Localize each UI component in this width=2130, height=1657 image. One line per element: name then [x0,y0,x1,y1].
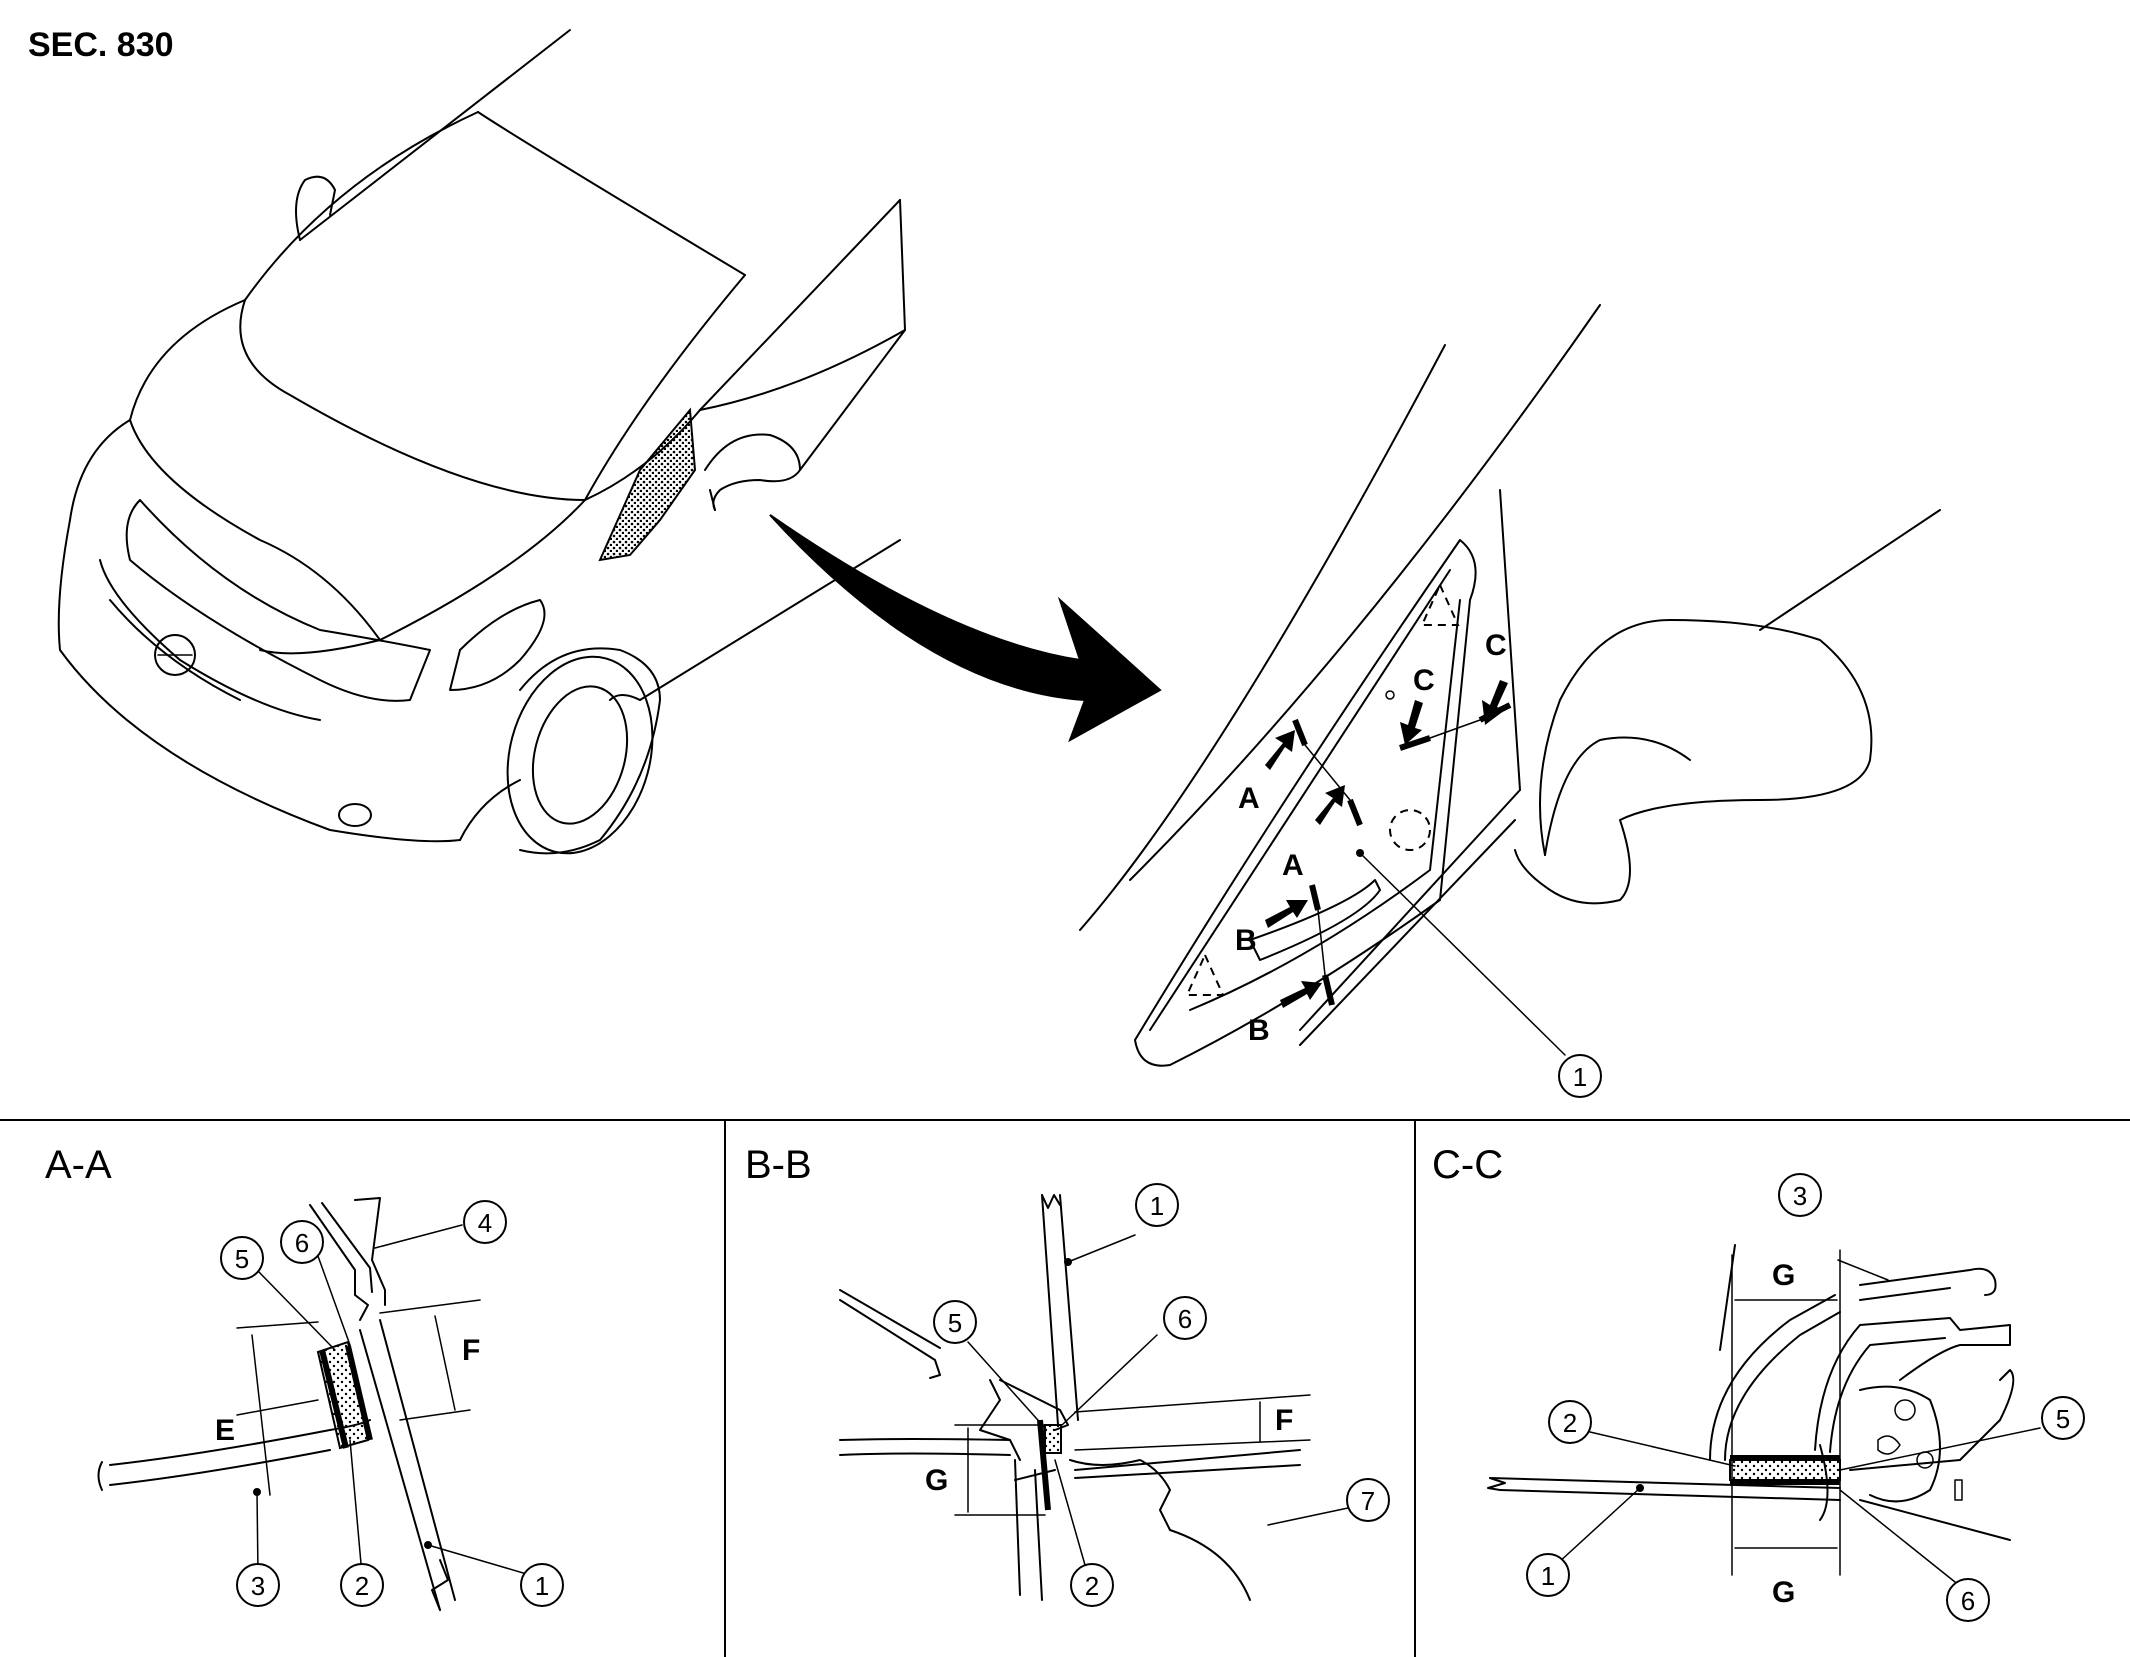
marker-a-upper: A [1238,782,1260,815]
dim-g-cc-top: G [1772,1259,1795,1292]
section-title-cc: C-C [1432,1143,1503,1187]
callout-bb-part-7: 7 [1346,1478,1390,1522]
dim-f-bb: F [1275,1404,1293,1437]
callout-aa-part-2: 2 [340,1563,384,1607]
svg-text:4: 4 [478,1208,492,1238]
svg-text:2: 2 [355,1571,369,1601]
svg-text:1: 1 [1573,1062,1587,1092]
callout-cc-part-6: 6 [1946,1578,1990,1622]
section-title-bb: B-B [745,1143,812,1187]
section-cc-drawing [1487,1244,2041,1583]
arrow-c-right [1482,680,1508,725]
svg-text:6: 6 [1178,1304,1192,1334]
svg-text:2: 2 [1563,1408,1577,1438]
marker-b-upper: B [1235,924,1257,957]
callout-cc-part-3: 3 [1778,1173,1822,1217]
callout-aa-part-6: 6 [280,1220,324,1264]
detail-view-illustration [1079,304,1941,1067]
svg-text:5: 5 [948,1308,962,1338]
dim-g-cc-bottom: G [1772,1576,1795,1609]
callout-aa-part-3: 3 [236,1563,280,1607]
svg-text:1: 1 [535,1571,549,1601]
svg-text:1: 1 [1541,1561,1555,1591]
callout-bb-part-2: 2 [1070,1563,1114,1607]
callout-aa-part-5: 5 [220,1236,264,1280]
callout-cc-part-1: 1 [1526,1553,1570,1597]
vehicle-overview-illustration [57,29,906,855]
callout-cc-part-5: 5 [2041,1396,2085,1440]
callout-aa-part-1: 1 [520,1563,564,1607]
arrow-b-upper [1265,900,1308,928]
svg-text:6: 6 [295,1228,309,1258]
front-corner-cover-shaded [598,407,697,562]
marker-b-lower: B [1248,1014,1270,1047]
svg-text:7: 7 [1361,1486,1375,1516]
dim-f-aa: F [462,1334,480,1367]
callout-cc-part-2: 2 [1548,1400,1592,1444]
arrow-a-lower [1315,785,1345,825]
zoom-arrow [769,514,1162,743]
section-bb-drawing [839,1194,1349,1601]
marker-c-left: C [1413,664,1435,697]
callout-bb-part-1: 1 [1135,1183,1179,1227]
marker-a-lower: A [1282,849,1304,882]
arrow-c-left [1400,700,1423,745]
dim-g-bb: G [925,1464,948,1497]
arrow-a-upper [1265,730,1295,770]
svg-text:5: 5 [2056,1404,2070,1434]
callout-part-1-detail: 1 [1558,1054,1602,1098]
callout-aa-part-4: 4 [463,1200,507,1244]
svg-text:3: 3 [251,1571,265,1601]
section-aa-drawing [97,1197,531,1611]
svg-text:1: 1 [1150,1191,1164,1221]
marker-c-right: C [1485,629,1507,662]
arrow-b-lower [1280,981,1322,1008]
dim-e-aa: E [215,1414,235,1447]
svg-text:3: 3 [1793,1181,1807,1211]
section-code: SEC. 830 [28,26,174,64]
section-title-aa: A-A [45,1143,112,1187]
svg-text:5: 5 [235,1244,249,1274]
svg-text:2: 2 [1085,1571,1099,1601]
callout-bb-part-6: 6 [1163,1296,1207,1340]
callout-bb-part-5: 5 [933,1300,977,1344]
svg-text:6: 6 [1961,1586,1975,1616]
